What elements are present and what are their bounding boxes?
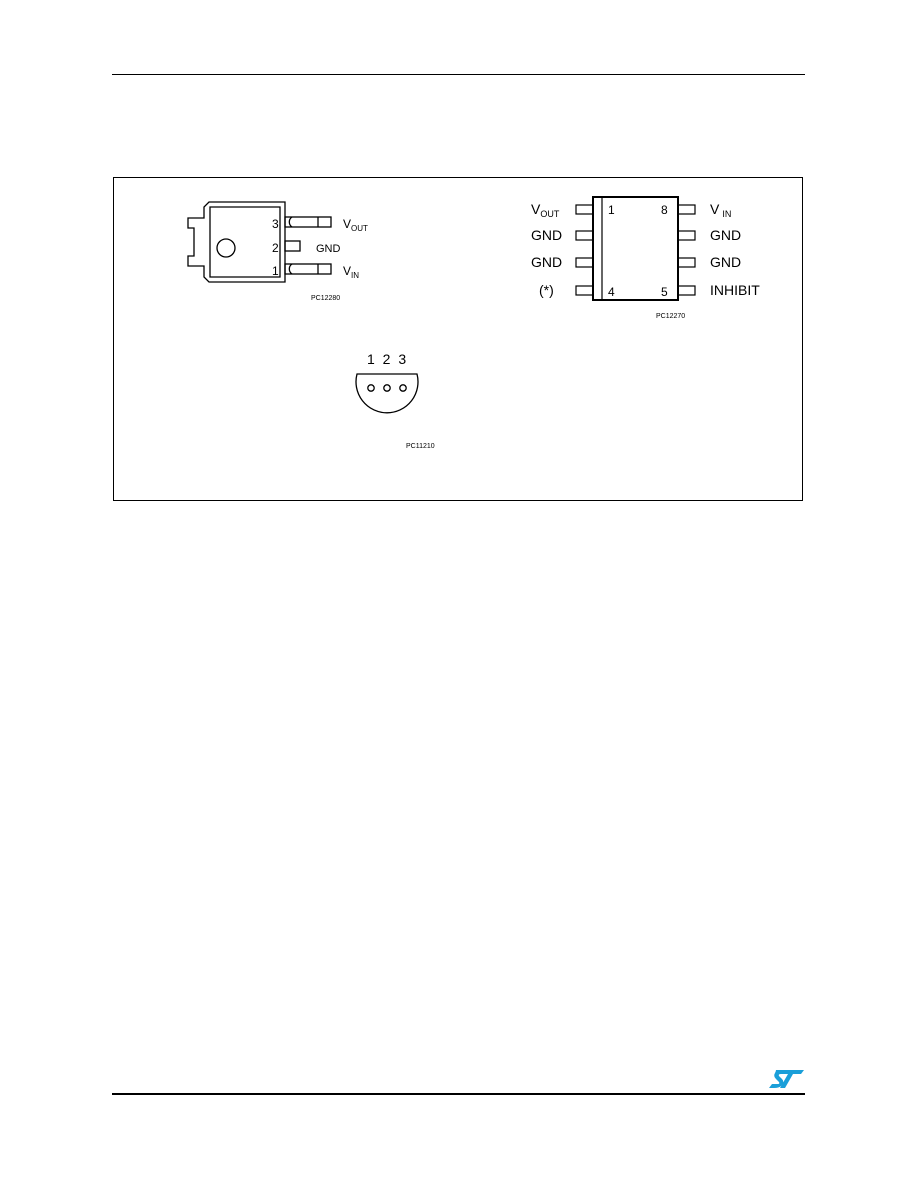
so8-pin4-number: 4 <box>608 285 615 299</box>
so8-package <box>575 196 696 301</box>
dpak-pin2-number: 2 <box>272 241 279 255</box>
dpak-body-outline <box>187 201 286 283</box>
dpak-pin3-number: 3 <box>272 217 279 231</box>
dpak-pin1-number: 1 <box>272 264 279 278</box>
to92-body <box>355 373 419 414</box>
dpak-gnd-label: GND <box>316 243 341 255</box>
dpak-lead-1 <box>284 263 332 275</box>
so8-right-gnd-b: GND <box>710 254 741 270</box>
so8-lead-3 <box>575 257 594 268</box>
dpak-lead-1-bend <box>288 263 293 275</box>
pin-connection-figure: 3 2 1 VOUT GND VIN PC12280 1 8 4 5 VOUT … <box>113 177 803 501</box>
pin-diagram-svg: 3 2 1 VOUT GND VIN PC12280 1 8 4 5 VOUT … <box>187 196 760 450</box>
header-rule <box>112 74 805 75</box>
to92-figure-code: PC11210 <box>406 443 435 450</box>
to92-package <box>355 373 419 414</box>
so8-pin1-number: 1 <box>608 203 615 217</box>
dpak-inner-body <box>209 206 281 278</box>
so8-pin8-number: 8 <box>661 203 668 217</box>
so8-left-vout-label: VOUT <box>531 201 560 219</box>
dpak-figure-code: PC12280 <box>311 295 340 302</box>
st-logo-shape <box>769 1070 804 1088</box>
st-logo-icon <box>769 1070 804 1088</box>
so8-lead-2 <box>575 230 594 241</box>
so8-figure-code: PC12270 <box>656 313 685 320</box>
so8-body <box>592 196 679 301</box>
so8-lead-7 <box>677 230 696 241</box>
dpak-mount-hole <box>216 238 236 258</box>
dpak-package <box>187 201 332 283</box>
so8-left-gnd-a: GND <box>531 227 562 243</box>
to92-pin3-hole <box>399 384 407 392</box>
to92-pin1-hole <box>367 384 375 392</box>
so8-lead-4 <box>575 285 594 296</box>
dpak-vout-label: VOUT <box>343 217 368 233</box>
dpak-lead-3 <box>284 216 332 228</box>
so8-lead-6 <box>677 257 696 268</box>
dpak-lead-2 <box>284 240 301 252</box>
dpak-vin-label: VIN <box>343 264 359 280</box>
so8-pin5-number: 5 <box>661 285 668 299</box>
dpak-lead-3-bend <box>288 216 293 228</box>
so8-lead-8 <box>677 204 696 215</box>
so8-right-gnd-a: GND <box>710 227 741 243</box>
so8-left-star-label: (*) <box>539 282 554 298</box>
so8-left-gnd-b: GND <box>531 254 562 270</box>
so8-right-inhibit-label: INHIBIT <box>710 282 760 298</box>
so8-lead-5 <box>677 285 696 296</box>
so8-lead-1 <box>575 204 594 215</box>
footer-rule <box>112 1093 805 1095</box>
to92-pin-numbers: 1 2 3 <box>367 351 408 367</box>
to92-pin2-hole <box>383 384 391 392</box>
